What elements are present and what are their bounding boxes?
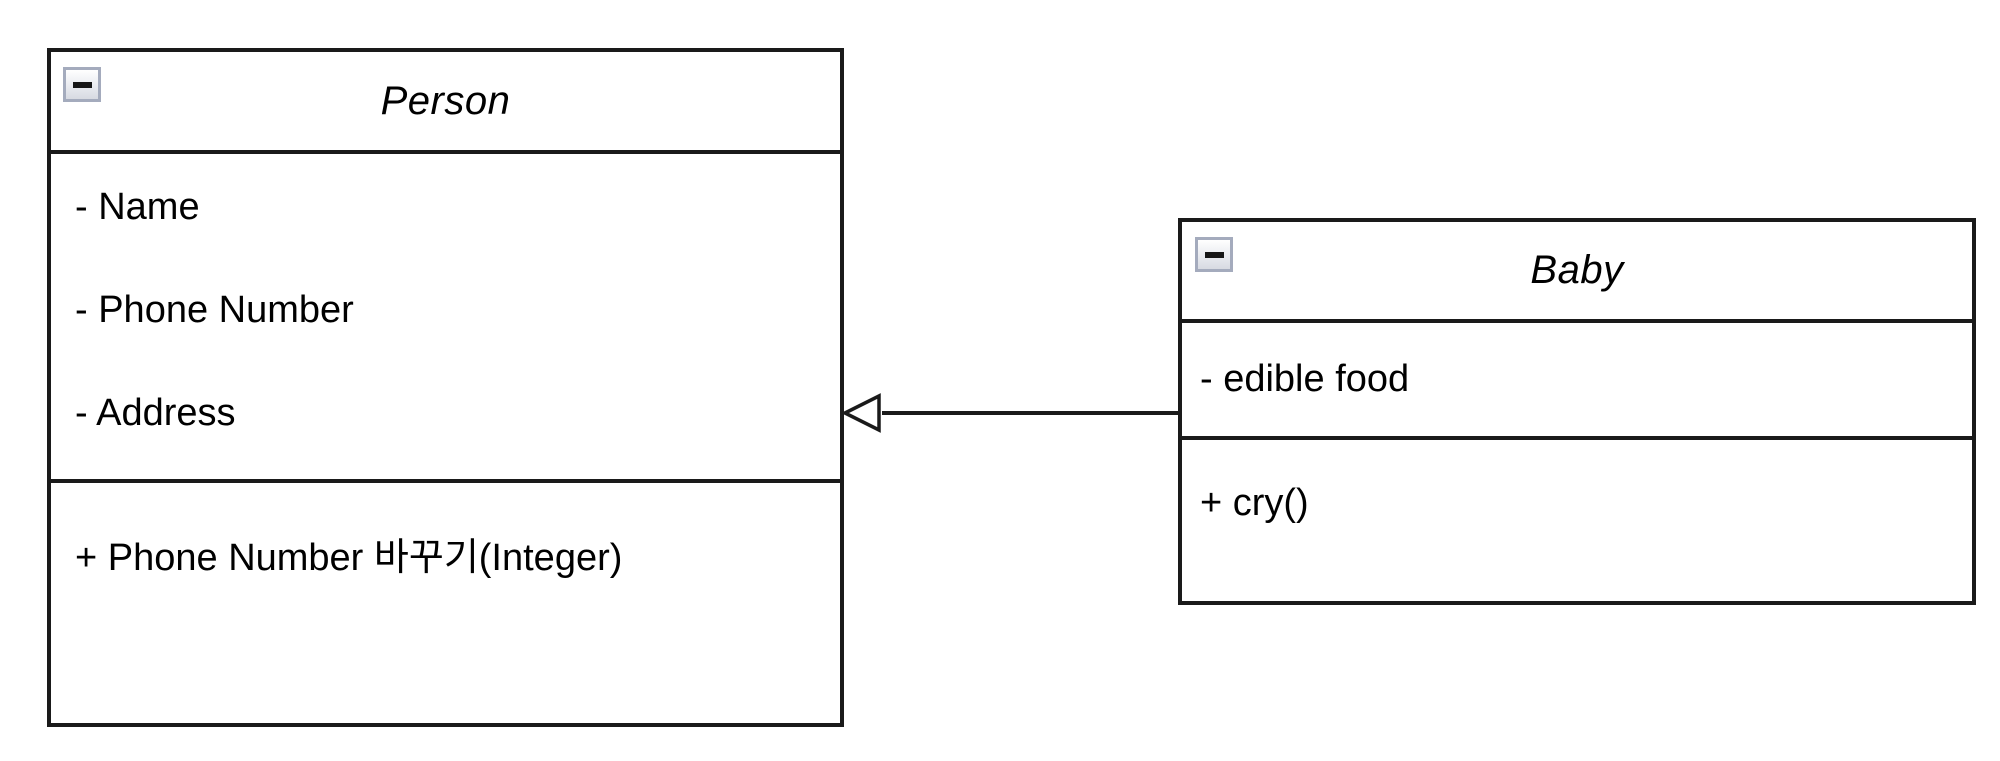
attribute-item: - Address <box>75 392 236 434</box>
generalization-line <box>882 411 1178 415</box>
attribute-item: - Name <box>75 186 200 228</box>
methods-compartment-person: + Phone Number 바꾸기(Integer) <box>51 483 840 603</box>
method-item: + Phone Number 바꾸기(Integer) <box>75 536 623 579</box>
class-header-baby: Baby <box>1182 222 1972 323</box>
attribute-item: - Phone Number <box>75 289 354 331</box>
attribute-item: - edible food <box>1200 358 1410 400</box>
methods-compartment-baby: + cry() <box>1182 440 1972 525</box>
class-name-baby: Baby <box>1530 248 1624 292</box>
class-box-person: Person - Name - Phone Number - Address +… <box>47 48 844 727</box>
minus-icon <box>1204 251 1224 258</box>
class-name-person: Person <box>380 78 511 123</box>
attributes-compartment-baby: - edible food <box>1182 323 1972 440</box>
collapse-button-baby[interactable] <box>1195 237 1233 272</box>
generalization-arrowhead-icon <box>842 393 881 433</box>
attributes-compartment-person: - Name - Phone Number - Address <box>51 154 840 483</box>
method-item: + cry() <box>1200 482 1309 524</box>
collapse-button-person[interactable] <box>63 67 101 102</box>
class-box-baby: Baby - edible food + cry() <box>1178 218 1976 605</box>
minus-icon <box>72 81 92 88</box>
class-header-person: Person <box>51 52 840 154</box>
